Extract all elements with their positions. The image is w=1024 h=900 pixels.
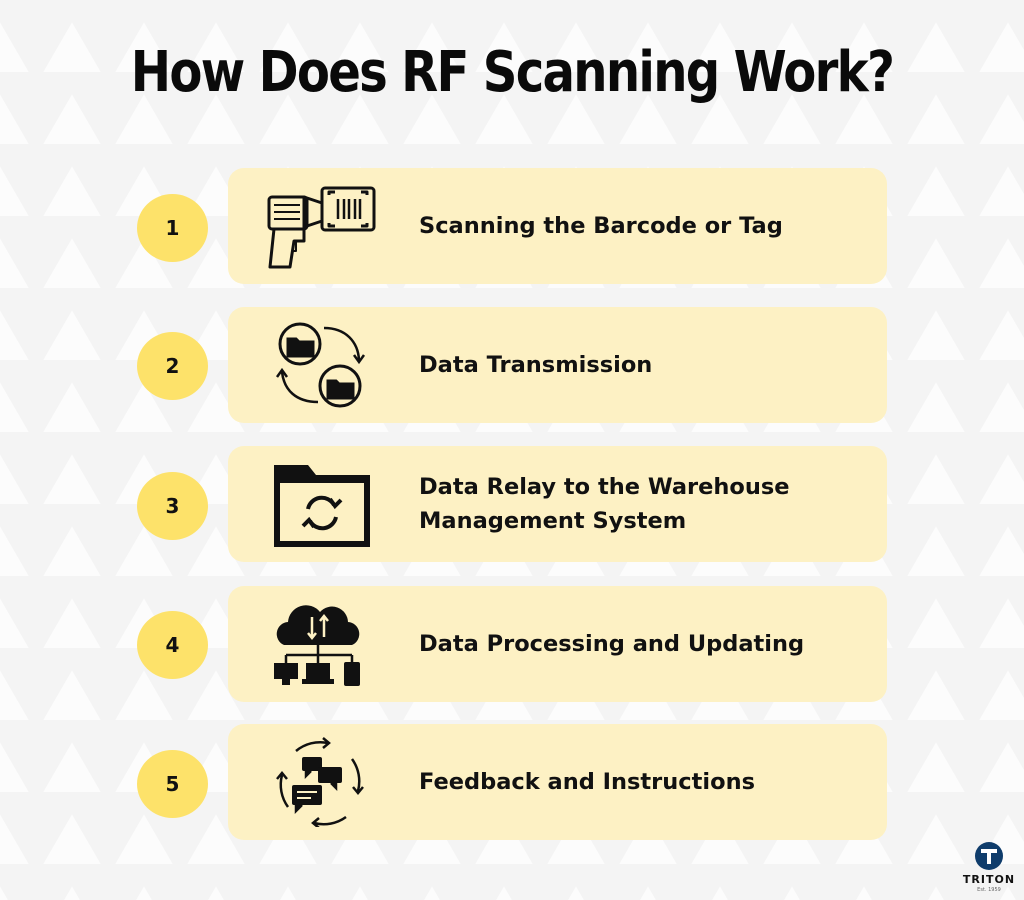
step-4-card: Data Processing and Updating [228,586,887,702]
step-2-card: Data Transmission [228,307,887,423]
step-5-label: Feedback and Instructions [419,769,755,795]
folder-sync-icon [266,320,376,410]
step-3-number: 3 [137,472,208,540]
triton-logo: TRITON Est. 1959 [958,842,1020,894]
folder-refresh-icon [266,459,376,549]
step-4-label: Data Processing and Updating [419,631,805,657]
triton-logo-icon [975,842,1003,870]
chat-cycle-icon [266,737,376,827]
triton-logo-tagline: Est. 1959 [977,887,1001,893]
step-3-card: Data Relay to the Warehouse Management S… [228,446,887,562]
cloud-network-icon [266,599,376,689]
step-1-card: Scanning the Barcode or Tag [228,168,887,284]
step-5-number: 5 [137,750,208,818]
triton-logo-text: TRITON [962,873,1016,886]
step-5-card: Feedback and Instructions [228,724,887,840]
step-1-label: Scanning the Barcode or Tag [419,213,783,239]
page-title: How Does RF Scanning Work? [130,40,895,105]
step-2-number: 2 [137,332,208,400]
step-4-number: 4 [137,611,208,679]
step-2-label: Data Transmission [419,352,653,378]
step-3-label: Data Relay to the Warehouse Management S… [419,474,790,534]
step-1-number: 1 [137,194,208,262]
barcode-scanner-icon [266,181,376,271]
